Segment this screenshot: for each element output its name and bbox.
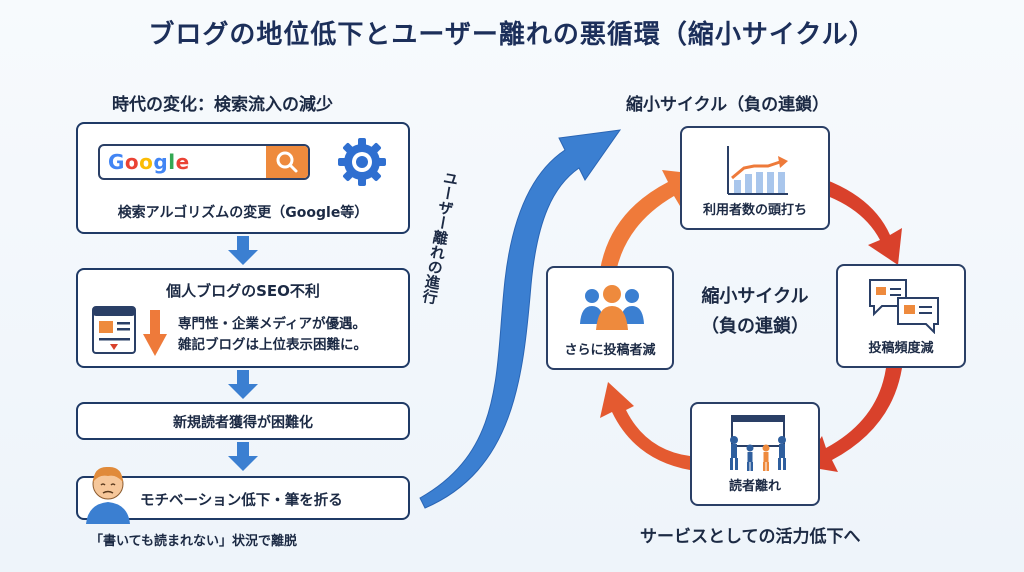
down-arrow-1 [228, 236, 258, 265]
node-fewer-posters-label: さらに投稿者減 [564, 343, 656, 358]
seo-disadvantage-text: 専門性・企業メディアが優遇。 雑記ブログは上位表示困難に。 [178, 314, 367, 356]
down-arrow-3 [228, 442, 258, 471]
gear-icon [338, 138, 386, 186]
plateau-chart-icon [727, 146, 788, 195]
chat-bubbles-icon [869, 279, 939, 334]
seo-line-1: 専門性・企業メディアが優遇。 [178, 316, 367, 332]
google-logo: Google [108, 150, 190, 174]
node-readers-leave: 読者離れ [690, 402, 820, 506]
algorithm-change-label: 検索アルゴリズムの変更（Google等） [117, 205, 369, 221]
left-footer-note: 「書いても読まれない」状況で離脱 [90, 534, 297, 549]
search-icon [276, 151, 298, 173]
decline-arrow-icon [143, 310, 167, 356]
right-footer-note: サービスとしての活力低下へ [640, 527, 861, 547]
user-exodus-arrow [419, 129, 622, 509]
node-fewer-posters: さらに投稿者減 [546, 266, 674, 370]
node-fewer-posts-label: 投稿頻度減 [868, 341, 934, 356]
motivation-drop-label: モチベーション低下・筆を折る [140, 493, 343, 509]
search-button [266, 146, 308, 178]
down-arrow-2 [228, 370, 258, 399]
seo-line-2: 雑記ブログは上位表示困難に。 [178, 337, 367, 353]
algorithm-change-box: Google 検索アルゴリズムの変更（Google等） [76, 122, 410, 234]
motivation-drop-box: モチベーション低下・筆を折る [76, 476, 410, 520]
node-users-plateau: 利用者数の頭打ち [680, 126, 830, 230]
seo-disadvantage-title: 個人ブログのSEO不利 [166, 282, 320, 300]
right-section-heading: 縮小サイクル（負の連鎖） [626, 95, 830, 115]
cycle-center-line-1: 縮小サイクル [701, 286, 809, 307]
walking-people-icon [730, 415, 786, 471]
node-fewer-posts: 投稿頻度減 [836, 264, 966, 368]
search-bar: Google [98, 144, 310, 180]
group-people-icon [580, 285, 644, 330]
page-title: ブログの地位低下とユーザー離れの悪循環（縮小サイクル） [148, 20, 876, 50]
reader-acquisition-label: 新規読者獲得が困難化 [173, 415, 313, 431]
blog-page-icon [92, 306, 136, 354]
cycle-center-label: 縮小サイクル （負の連鎖） [680, 282, 830, 342]
node-users-plateau-label: 利用者数の頭打ち [702, 203, 807, 218]
seo-disadvantage-box: 個人ブログのSEO不利 専門性・企業メディアが優遇。 雑記ブログは上位表示困難に… [76, 268, 410, 368]
cycle-center-line-2: （負の連鎖） [701, 316, 809, 337]
node-readers-leave-label: 読者離れ [728, 479, 781, 494]
reader-acquisition-box: 新規読者獲得が困難化 [76, 402, 410, 440]
left-section-heading: 時代の変化：検索流入の減少 [112, 95, 333, 115]
sad-person-icon [86, 466, 130, 524]
